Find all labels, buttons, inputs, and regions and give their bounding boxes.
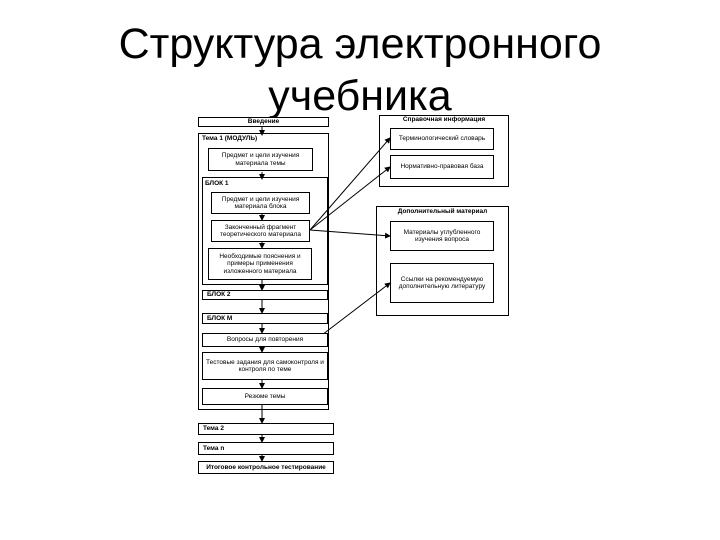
final-test-box: Итоговое контрольное тестирование <box>198 461 334 474</box>
block1-label: БЛОК 1 <box>205 180 229 187</box>
normative-base-box: Нормативно-правовая база <box>390 155 494 179</box>
block2-box: БЛОК 2 <box>202 290 328 300</box>
summary-box: Резюме темы <box>202 388 328 405</box>
reference-info-header: Справочная информация <box>402 116 486 123</box>
review-questions-box: Вопросы для повторения <box>202 333 328 347</box>
theory-fragment-box: Законченный фрагмент теоретического мате… <box>211 220 310 242</box>
topicn-box: Тема n <box>198 442 334 455</box>
blockm-box: БЛОК М <box>202 313 328 324</box>
block1-frame <box>202 177 328 285</box>
recommended-literature-box: Ссылки на рекомендуемую дополнительную л… <box>390 263 494 303</box>
topic1-module-frame <box>198 133 329 410</box>
in-depth-materials-box: Материалы углубленного изучения вопроса <box>390 221 494 251</box>
topic1-label: Тема 1 (МОДУЛЬ) <box>202 135 258 142</box>
block1-subject-box: Предмет и цели изучения материала блока <box>211 192 310 214</box>
reference-info-frame <box>379 115 509 187</box>
test-tasks-box: Тестовые задания для самоконтроля и конт… <box>202 352 328 380</box>
examples-box: Необходимые пояснения и примеры применен… <box>208 248 312 280</box>
slide-title-line-1: Структура электронного <box>118 20 602 68</box>
slide-title-line-2: учебника <box>268 72 452 120</box>
glossary-box: Терминологический словарь <box>390 128 494 150</box>
intro-box: Введение <box>198 117 329 127</box>
topic2-box: Тема 2 <box>198 423 334 435</box>
additional-material-header: Дополнительный материал <box>397 208 488 215</box>
topic1-subject-box: Предмет и цели изучения материала темы <box>208 148 313 171</box>
additional-material-frame <box>376 206 509 316</box>
